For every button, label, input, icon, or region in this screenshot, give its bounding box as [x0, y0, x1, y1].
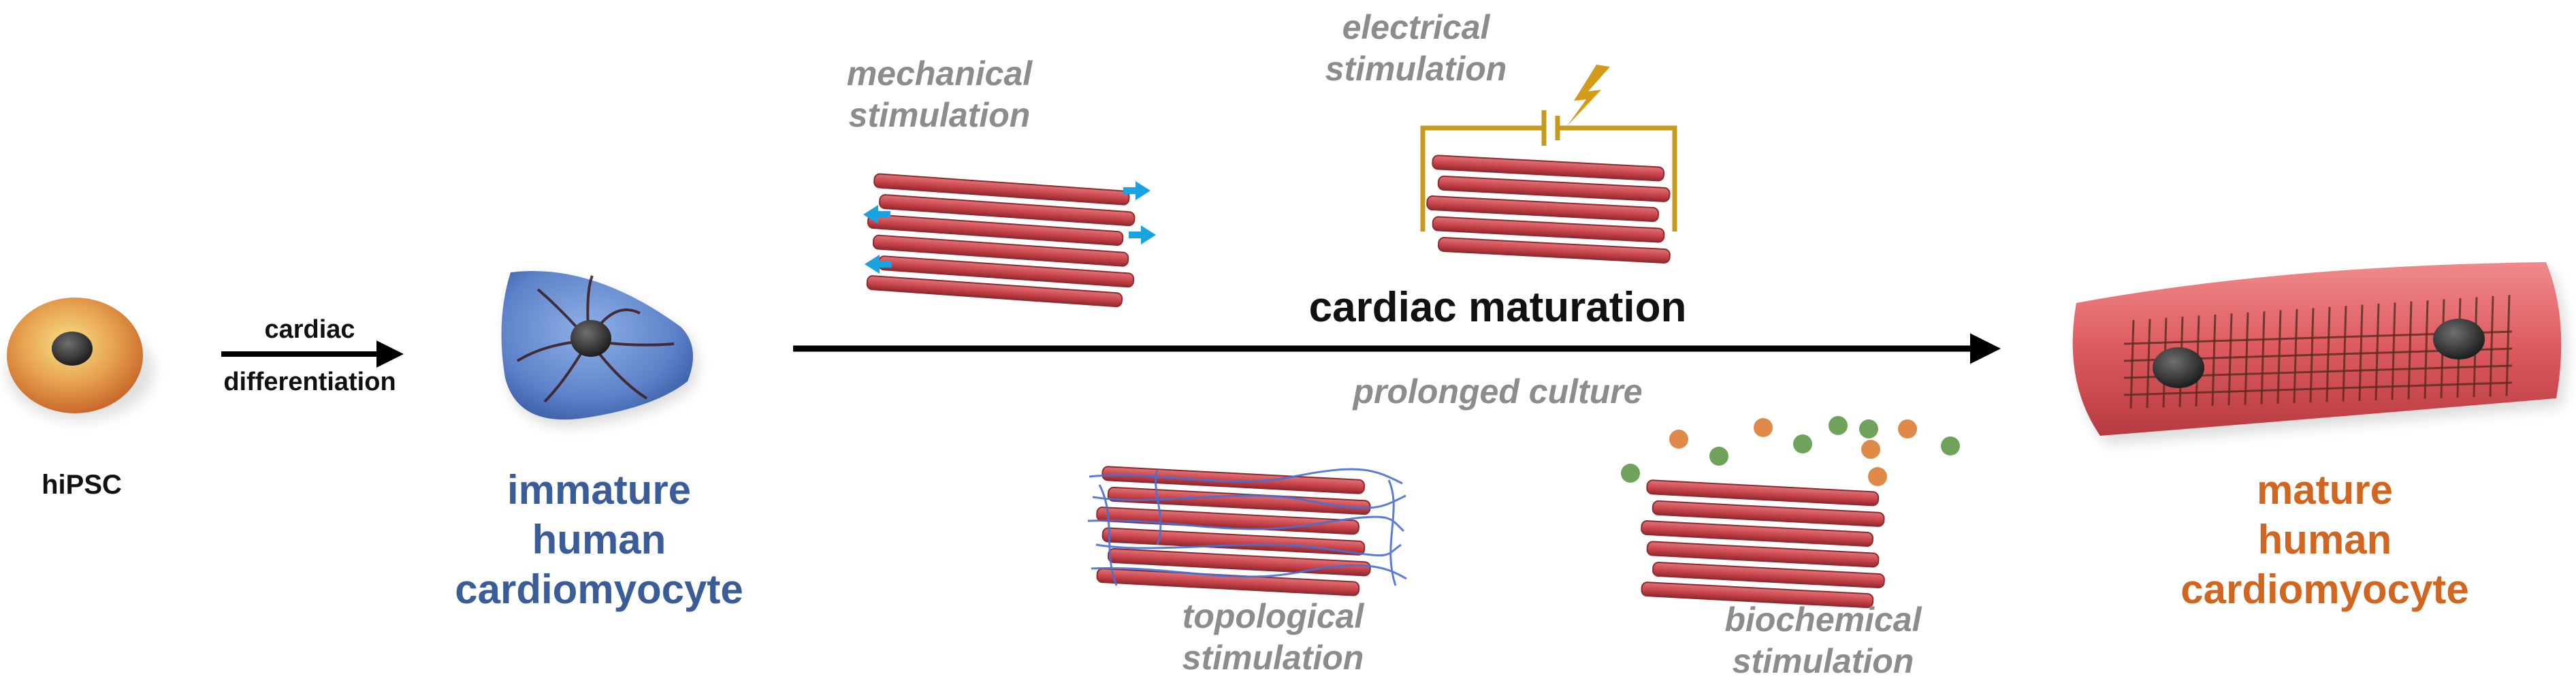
biochemical-stimulation-label: biochemical stimulation — [1653, 599, 1993, 682]
mature-label-line2: human — [2257, 517, 2392, 563]
hipsc-label: hiPSC — [42, 470, 122, 500]
electrical-circuit — [1420, 110, 1677, 231]
immature-label-line2: human — [532, 517, 666, 563]
mechanical-stretch-arrows — [863, 181, 1156, 274]
differentiation-label-line1: cardiac — [264, 315, 355, 344]
immature-cardiomyocyte — [501, 270, 697, 427]
biochemical-fiber-bundle — [1641, 479, 1885, 609]
mechanical-label-line2: stimulation — [848, 96, 1031, 134]
mature-label-line3: cardiomyocyte — [2180, 566, 2469, 613]
biochemical-beads — [1621, 416, 1960, 486]
topological-fiber-bundle — [1096, 466, 1371, 596]
electrical-stimulation-label: electrical stimulation — [1246, 7, 1586, 90]
electrical-fiber-bundle — [1426, 155, 1671, 263]
immature-label-line3: cardiomyocyte — [455, 566, 743, 613]
lightning-icon — [1567, 65, 1610, 126]
biochemical-label-line1: biochemical — [1724, 601, 1922, 639]
immature-label: immature human cardiomyocyte — [422, 465, 776, 615]
electrical-label-line2: stimulation — [1325, 50, 1507, 88]
prolonged-culture-label: prolonged culture — [1353, 372, 1643, 411]
mechanical-stimulation-label: mechanical stimulation — [769, 53, 1110, 136]
mechanical-fiber-bundle — [866, 173, 1136, 308]
topological-stimulation-label: topological stimulation — [1103, 596, 1443, 679]
electrical-label-line1: electrical — [1342, 8, 1490, 46]
differentiation-label-line2: differentiation — [223, 368, 396, 397]
immature-label-line1: immature — [506, 467, 692, 513]
topology-fibers — [1087, 468, 1407, 586]
differentiation-arrow-label: cardiac differentiation — [208, 311, 412, 401]
maturation-label: cardiac maturation — [1308, 284, 1687, 331]
hipsc-cell — [7, 298, 154, 420]
mature-label: mature human cardiomyocyte — [2144, 465, 2505, 615]
topological-label-line2: stimulation — [1182, 639, 1364, 677]
biochemical-label-line2: stimulation — [1732, 642, 1914, 680]
mature-label-line1: mature — [2256, 467, 2394, 513]
mechanical-label-line1: mechanical — [846, 54, 1033, 93]
mature-cardiomyocyte — [2072, 262, 2567, 444]
topological-label-line1: topological — [1182, 597, 1364, 635]
